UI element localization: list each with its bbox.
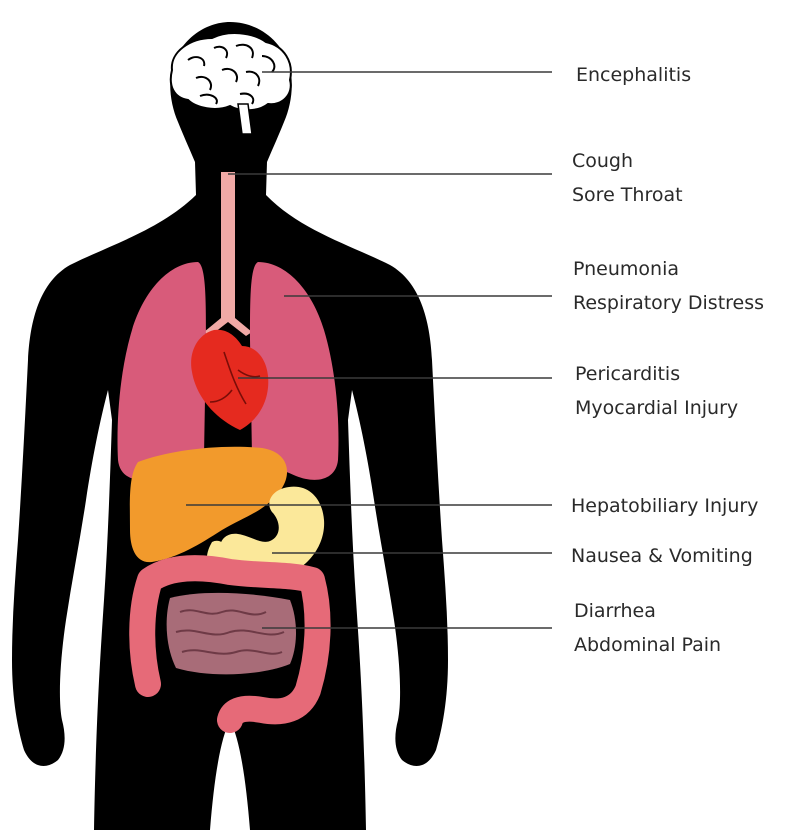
label-sore-throat: Sore Throat [572, 184, 683, 206]
label-respiratory-distress: Respiratory Distress [573, 292, 764, 314]
label-myocardial-injury: Myocardial Injury [575, 397, 738, 419]
label-abdominal-pain: Abdominal Pain [574, 634, 721, 656]
label-diarrhea: Diarrhea [574, 600, 656, 622]
label-pneumonia: Pneumonia [573, 258, 679, 280]
label-nausea-vomiting: Nausea & Vomiting [571, 545, 753, 567]
label-encephalitis: Encephalitis [576, 64, 691, 86]
labels: Encephalitis Cough Sore Throat Pneumonia… [571, 64, 764, 656]
label-cough: Cough [572, 150, 633, 172]
label-hepatobiliary-injury: Hepatobiliary Injury [571, 495, 758, 517]
label-pericarditis: Pericarditis [575, 363, 680, 385]
